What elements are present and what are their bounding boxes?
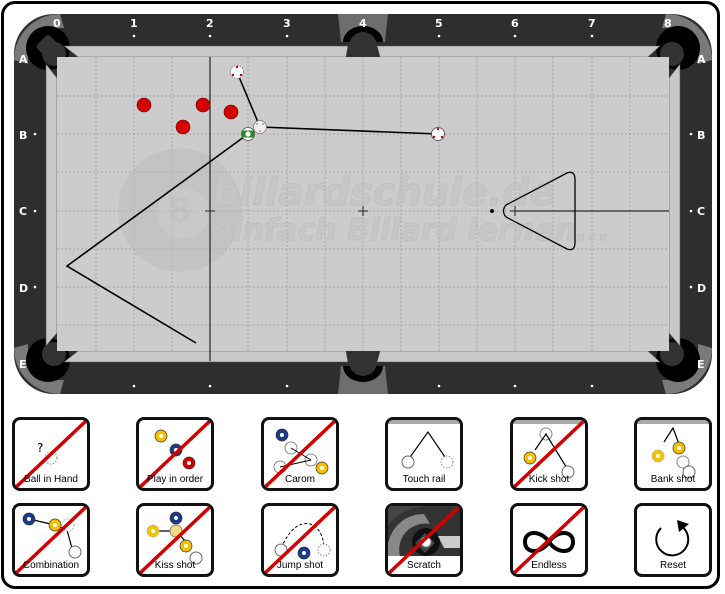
rail-markers: 0 1 2 3 4 5 6 7 8 0 1 2 3 4 5 6 7 8 A B … (19, 17, 706, 405)
scratch-icon (388, 506, 460, 574)
svg-text:7: 7 (588, 17, 596, 30)
red-ball[interactable] (223, 104, 239, 120)
svg-text:3: 3 (283, 392, 291, 405)
ball-in-hand-icon: ? (15, 420, 87, 488)
svg-text:5: 5 (435, 392, 443, 405)
svg-text:6: 6 (511, 392, 519, 405)
play-in-order-button[interactable]: Play in order (136, 417, 214, 491)
touch-rail-icon (388, 420, 460, 469)
combination-icon (15, 506, 87, 574)
ghost-contact-ball[interactable] (253, 120, 267, 134)
svg-text:A: A (697, 53, 706, 66)
play-in-order-icon (139, 420, 211, 488)
ball-in-hand-button[interactable]: ? Ball in Hand (12, 417, 90, 491)
carom-button[interactable]: Carom (261, 417, 339, 491)
svg-text:2: 2 (206, 392, 214, 405)
rack-triangle (502, 171, 576, 251)
carom-icon (264, 420, 336, 488)
svg-text:8: 8 (664, 17, 672, 30)
svg-text:5: 5 (435, 17, 443, 30)
combination-button[interactable]: Combination (12, 503, 90, 577)
scratch-button[interactable]: Scratch (385, 503, 463, 577)
svg-text:1: 1 (130, 17, 138, 30)
cue-ball[interactable] (431, 127, 445, 141)
reset-arrow-icon (655, 520, 690, 557)
svg-text:7: 7 (588, 392, 596, 405)
watermark: 8 billardschule.de einfach Billard lerne… (118, 148, 611, 272)
jump-shot-button[interactable]: Jump shot (261, 503, 339, 577)
svg-text:E: E (697, 358, 705, 371)
svg-text:4: 4 (359, 17, 367, 30)
kick-shot-button[interactable]: Kick shot (510, 417, 588, 491)
svg-text:8: 8 (664, 392, 672, 405)
svg-text:8: 8 (168, 191, 192, 231)
jump-shot-icon (264, 506, 336, 574)
red-ball[interactable] (195, 97, 211, 113)
kiss-shot-button[interactable]: Kiss shot (136, 503, 214, 577)
svg-text:6: 6 (511, 17, 519, 30)
ghost-cue-ball[interactable] (230, 65, 244, 79)
kiss-shot-icon (139, 506, 211, 574)
balls (136, 65, 445, 141)
svg-text:0: 0 (53, 17, 61, 30)
cushions (45, 45, 681, 363)
svg-text:B: B (19, 129, 27, 142)
pool-table[interactable]: 8 billardschule.de einfach Billard lerne… (0, 0, 725, 410)
svg-text:?: ? (37, 441, 43, 455)
endless-button[interactable]: Endless (510, 503, 588, 577)
svg-text:billardschule.de: billardschule.de (212, 170, 555, 214)
kick-shot-icon (513, 420, 585, 488)
svg-text:3: 3 (283, 17, 291, 30)
svg-text:C: C (697, 205, 705, 218)
reset-button[interactable]: Reset (634, 503, 712, 577)
svg-text:einfach Billard lernen...: einfach Billard lernen... (212, 213, 610, 248)
svg-text:D: D (19, 282, 28, 295)
svg-text:C: C (19, 205, 27, 218)
svg-text:0: 0 (53, 392, 61, 405)
side-pockets (338, 14, 388, 394)
svg-text:1: 1 (130, 392, 138, 405)
svg-text:A: A (19, 53, 28, 66)
svg-text:E: E (19, 358, 27, 371)
svg-text:4: 4 (359, 392, 367, 405)
svg-text:2: 2 (206, 17, 214, 30)
bank-shot-button[interactable]: Bank shot (634, 417, 712, 491)
red-ball[interactable] (136, 97, 152, 113)
infinity-icon (513, 506, 585, 574)
bank-shot-icon (637, 420, 709, 479)
green-striped-ball[interactable] (241, 127, 255, 141)
svg-text:B: B (697, 129, 705, 142)
red-ball[interactable] (175, 119, 191, 135)
svg-text:D: D (697, 282, 706, 295)
touch-rail-button[interactable]: Touch rail (385, 417, 463, 491)
